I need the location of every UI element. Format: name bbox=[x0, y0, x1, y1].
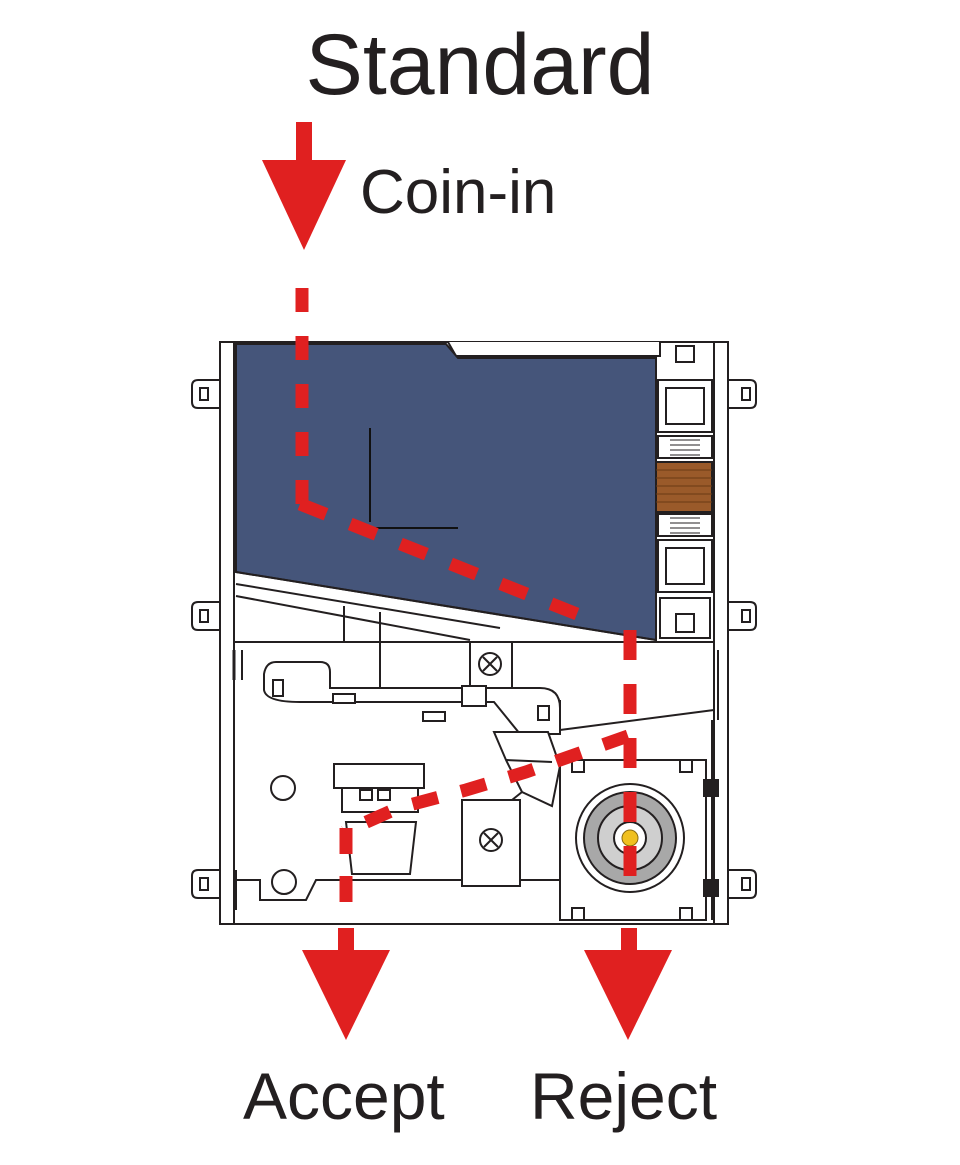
arrow-down-icon bbox=[262, 122, 346, 250]
coin-path-accept-branch bbox=[341, 729, 631, 838]
arrow-down-icon bbox=[584, 928, 672, 1040]
coin-path bbox=[262, 122, 672, 1040]
accept-gate bbox=[333, 763, 425, 875]
diagram-title: Standard bbox=[305, 17, 655, 113]
reject-label: Reject bbox=[530, 1059, 718, 1133]
magnet-sensor bbox=[575, 783, 685, 893]
accept-label: Accept bbox=[243, 1059, 445, 1133]
lever-plate bbox=[263, 661, 561, 735]
coin-in-label: Coin-in bbox=[360, 158, 557, 227]
screw-icon bbox=[478, 652, 502, 676]
mounting-tabs bbox=[191, 379, 757, 899]
connector-column bbox=[655, 379, 713, 639]
screw-icon bbox=[479, 828, 503, 852]
arrow-down-icon bbox=[302, 928, 390, 1040]
